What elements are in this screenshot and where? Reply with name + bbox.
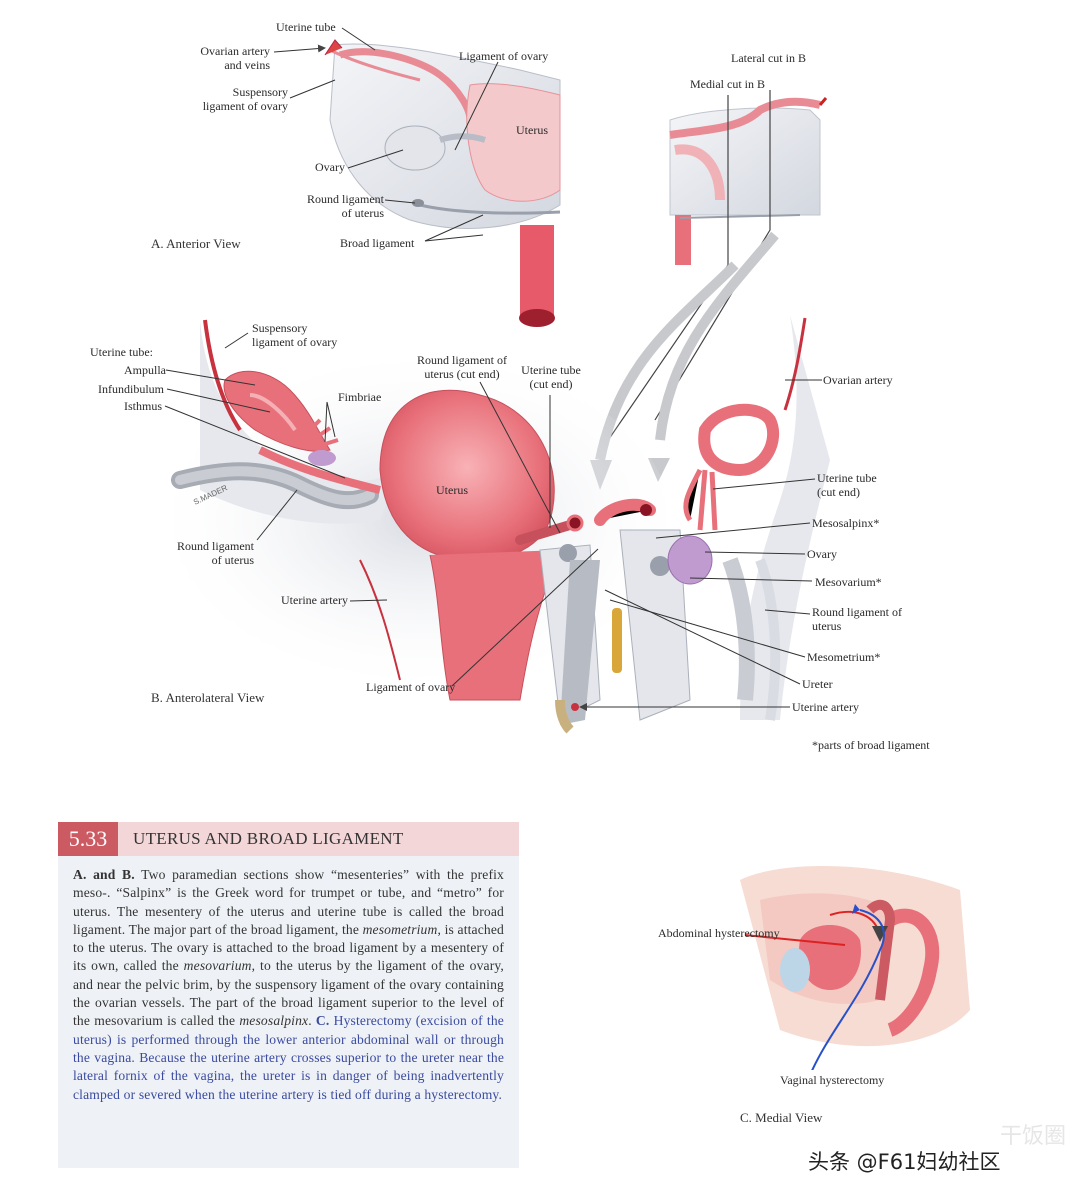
label-ampulla: Ampulla xyxy=(124,363,166,377)
caption-term-mesometrium: mesometrium xyxy=(362,921,438,937)
caption-text-c: Hysterectomy (excision of the uterus) is… xyxy=(73,1013,504,1102)
label-broad-ligament: Broad ligament xyxy=(340,236,415,250)
label-fimbriae: Fimbriae xyxy=(338,390,382,404)
figure-b-drawing xyxy=(170,319,670,734)
caption-title: UTERUS AND BROAD LIGAMENT xyxy=(133,829,404,848)
label-ureter: Ureter xyxy=(802,677,833,691)
caption-lead-c: C. xyxy=(315,1013,330,1029)
label-round-ligament-b: Round ligament of uterus xyxy=(177,539,254,567)
leader-lines xyxy=(164,27,822,711)
label-uterine-tube-cut: Uterine tube (cut end) xyxy=(521,363,581,391)
label-ovarian-artery: Ovarian artery xyxy=(823,373,893,387)
label-ovary-b: Ovary xyxy=(807,547,837,561)
caption-text-3: , to the uterus by the ligament of the o… xyxy=(73,958,504,1029)
label-mesosalpinx: Mesosalpinx* xyxy=(812,516,880,530)
label-round-ligament-cut: Round ligament of uterus (cut end) xyxy=(417,353,507,381)
figure-a-detail xyxy=(669,97,828,265)
caption-number: 5.33 xyxy=(58,822,118,856)
label-suspensory-ligament: Suspensory ligament of ovary xyxy=(202,85,288,113)
label-ligament-of-ovary: Ligament of ovary xyxy=(459,49,549,63)
caption-text-4: . xyxy=(308,1013,316,1029)
label-vaginal-hysterectomy: Vaginal hysterectomy xyxy=(780,1073,885,1087)
view-label-a: A. Anterior View xyxy=(151,236,241,251)
watermark: 头条 @F61妇幼社区 xyxy=(808,1150,1001,1174)
label-suspensory-ligament-b: Suspensory ligament of ovary xyxy=(252,321,338,349)
caption-header: 5.33 UTERUS AND BROAD LIGAMENT xyxy=(58,822,519,856)
label-medial-cut: Medial cut in B xyxy=(690,77,765,91)
caption-text-1: Two paramedian sections show “mesenterie… xyxy=(73,867,505,937)
caption-text-2: , is attached to the uterus. The ovary i… xyxy=(73,921,504,974)
figure-c-drawing xyxy=(740,866,970,1070)
label-abdominal-hysterectomy: Abdominal hysterectomy xyxy=(658,926,780,940)
view-label-c: C. Medial View xyxy=(740,1110,823,1125)
label-uterus-a: Uterus xyxy=(516,123,548,137)
caption-lead-ab: A. and B. xyxy=(73,867,135,882)
label-uterine-tube-b: Uterine tube: xyxy=(90,345,153,359)
caption-box: 5.33 UTERUS AND BROAD LIGAMENT A. and B.… xyxy=(58,822,519,1168)
label-lateral-cut: Lateral cut in B xyxy=(731,51,806,65)
label-ovarian-artery-veins: Ovarian artery and veins xyxy=(200,44,270,72)
caption-term-mesosalpinx: mesosalpinx xyxy=(239,1013,309,1029)
label-isthmus: Isthmus xyxy=(124,399,163,413)
label-mesometrium: Mesometrium* xyxy=(807,650,881,664)
label-ligament-of-ovary-b: Ligament of ovary xyxy=(366,680,456,694)
label-infundibulum: Infundibulum xyxy=(98,382,164,396)
label-uterine-tube: Uterine tube xyxy=(276,20,336,34)
faint-watermark: 干饭圈 xyxy=(1000,1124,1067,1149)
label-round-ligament-a: Round ligament of uterus xyxy=(307,192,384,220)
label-ovary-a: Ovary xyxy=(315,160,345,174)
caption-body: A. and B. Two paramedian sections show “… xyxy=(73,866,504,1104)
label-uterus-b: Uterus xyxy=(436,483,468,497)
caption-term-mesovarium: mesovarium xyxy=(183,958,252,974)
figure-b-right-drawing xyxy=(594,315,830,721)
label-uterine-tube-cut-right: Uterine tube (cut end) xyxy=(817,471,877,499)
view-label-b: B. Anterolateral View xyxy=(151,690,265,705)
anatomy-illustration: S.MADER xyxy=(164,27,830,734)
label-uterine-artery-right: Uterine artery xyxy=(792,700,859,714)
label-round-ligament-right: Round ligament of uterus xyxy=(812,605,902,633)
label-uterine-artery-b: Uterine artery xyxy=(281,593,348,607)
label-mesovarium: Mesovarium* xyxy=(815,575,882,589)
figure-a-drawing xyxy=(324,39,561,327)
footnote: *parts of broad ligament xyxy=(812,738,930,752)
